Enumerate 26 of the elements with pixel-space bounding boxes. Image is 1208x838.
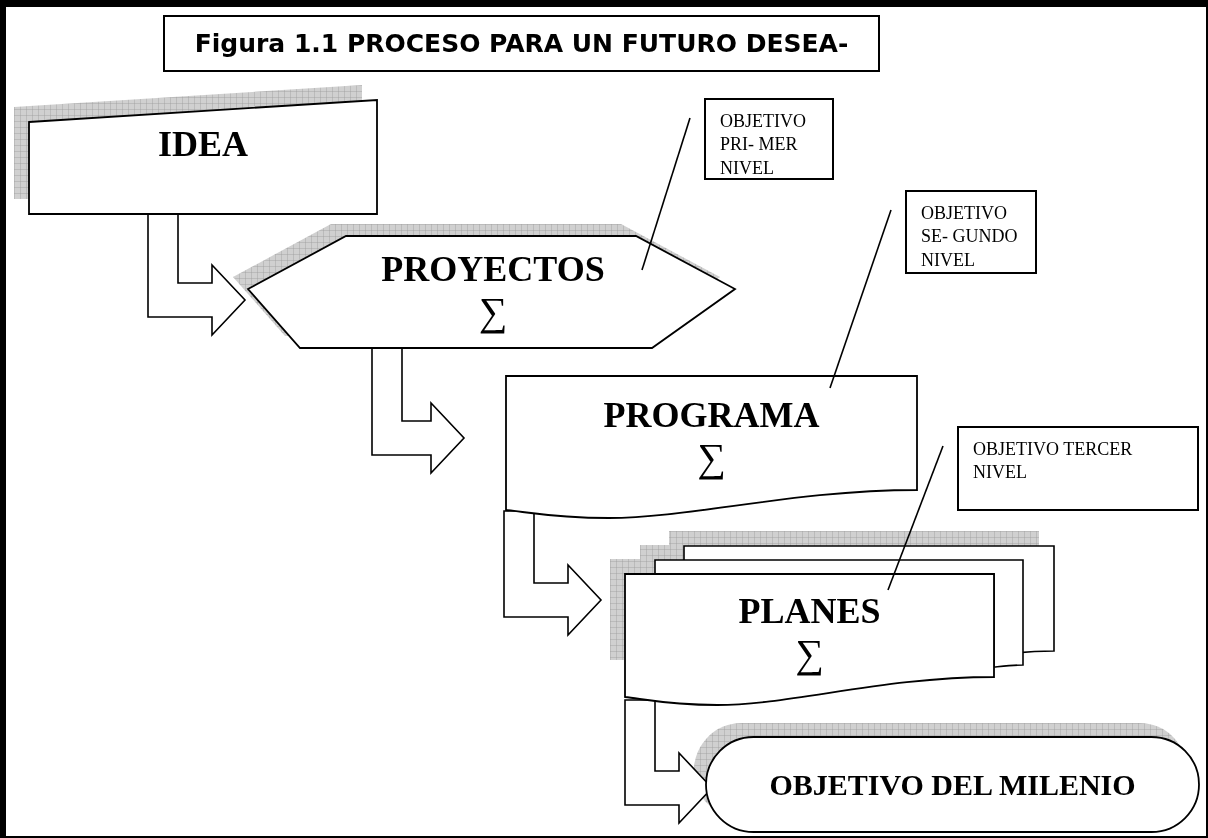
- callout-text: OBJETIVO PRI- MER NIVEL: [720, 110, 807, 180]
- node-label: PROYECTOS: [381, 250, 605, 290]
- block-arrow: [503, 510, 603, 637]
- callout-text: OBJETIVO SE- GUNDO NIVEL: [921, 202, 1019, 272]
- node-label: PLANES: [738, 592, 881, 632]
- node-label: OBJETIVO DEL MILENIO: [769, 768, 1136, 801]
- hexagon-box: [248, 236, 735, 348]
- document-box: [506, 376, 917, 518]
- node-label: PROGRAMA: [603, 396, 820, 436]
- callout-text: OBJETIVO TERCER NIVEL: [973, 438, 1134, 485]
- callout-box: [704, 98, 834, 180]
- leader-line: [829, 209, 892, 389]
- sigma-symbol: ∑: [795, 631, 824, 676]
- block-arrow: [147, 213, 247, 337]
- node-label: IDEA: [158, 125, 248, 165]
- terminator-box: [706, 737, 1199, 832]
- callout-box: [905, 190, 1037, 274]
- leader-line: [641, 117, 691, 271]
- multi-document-box: [625, 546, 1054, 705]
- callout-box: [957, 426, 1199, 511]
- leader-line: [887, 445, 944, 591]
- figure-title: Figura 1.1 PROCESO PARA UN FUTURO DESEA-: [194, 29, 849, 58]
- sigma-symbol: ∑: [697, 435, 726, 480]
- block-arrow: [371, 346, 466, 475]
- process-box: [29, 100, 377, 214]
- sigma-symbol: ∑: [478, 289, 508, 334]
